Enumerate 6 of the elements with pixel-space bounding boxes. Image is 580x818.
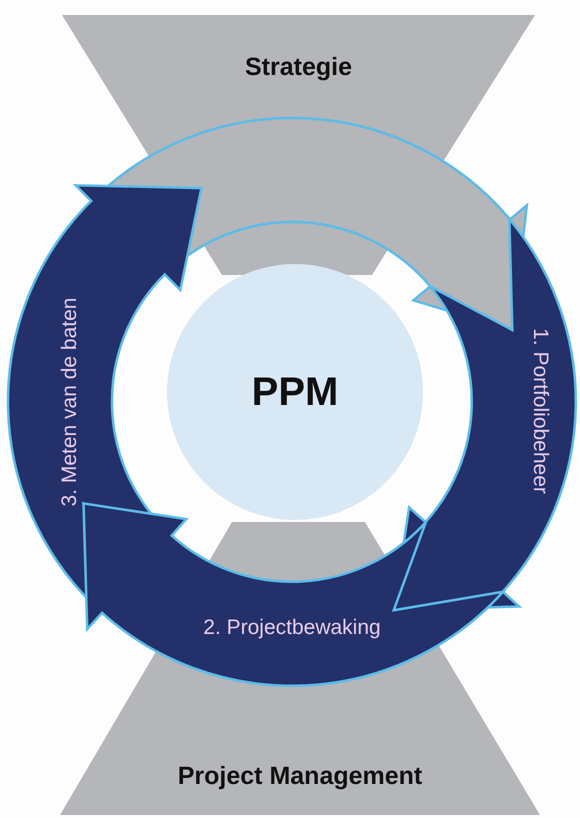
- circle-label: PPM: [252, 370, 338, 414]
- arrow-label: 2. Projectbewaking: [203, 616, 381, 640]
- arrow-label: 3. Meten van de baten: [58, 297, 82, 506]
- arrow-label: 1. Portfoliobeheer: [528, 328, 552, 494]
- band-label: Project Management: [178, 762, 422, 791]
- band-label: Strategie: [245, 53, 352, 82]
